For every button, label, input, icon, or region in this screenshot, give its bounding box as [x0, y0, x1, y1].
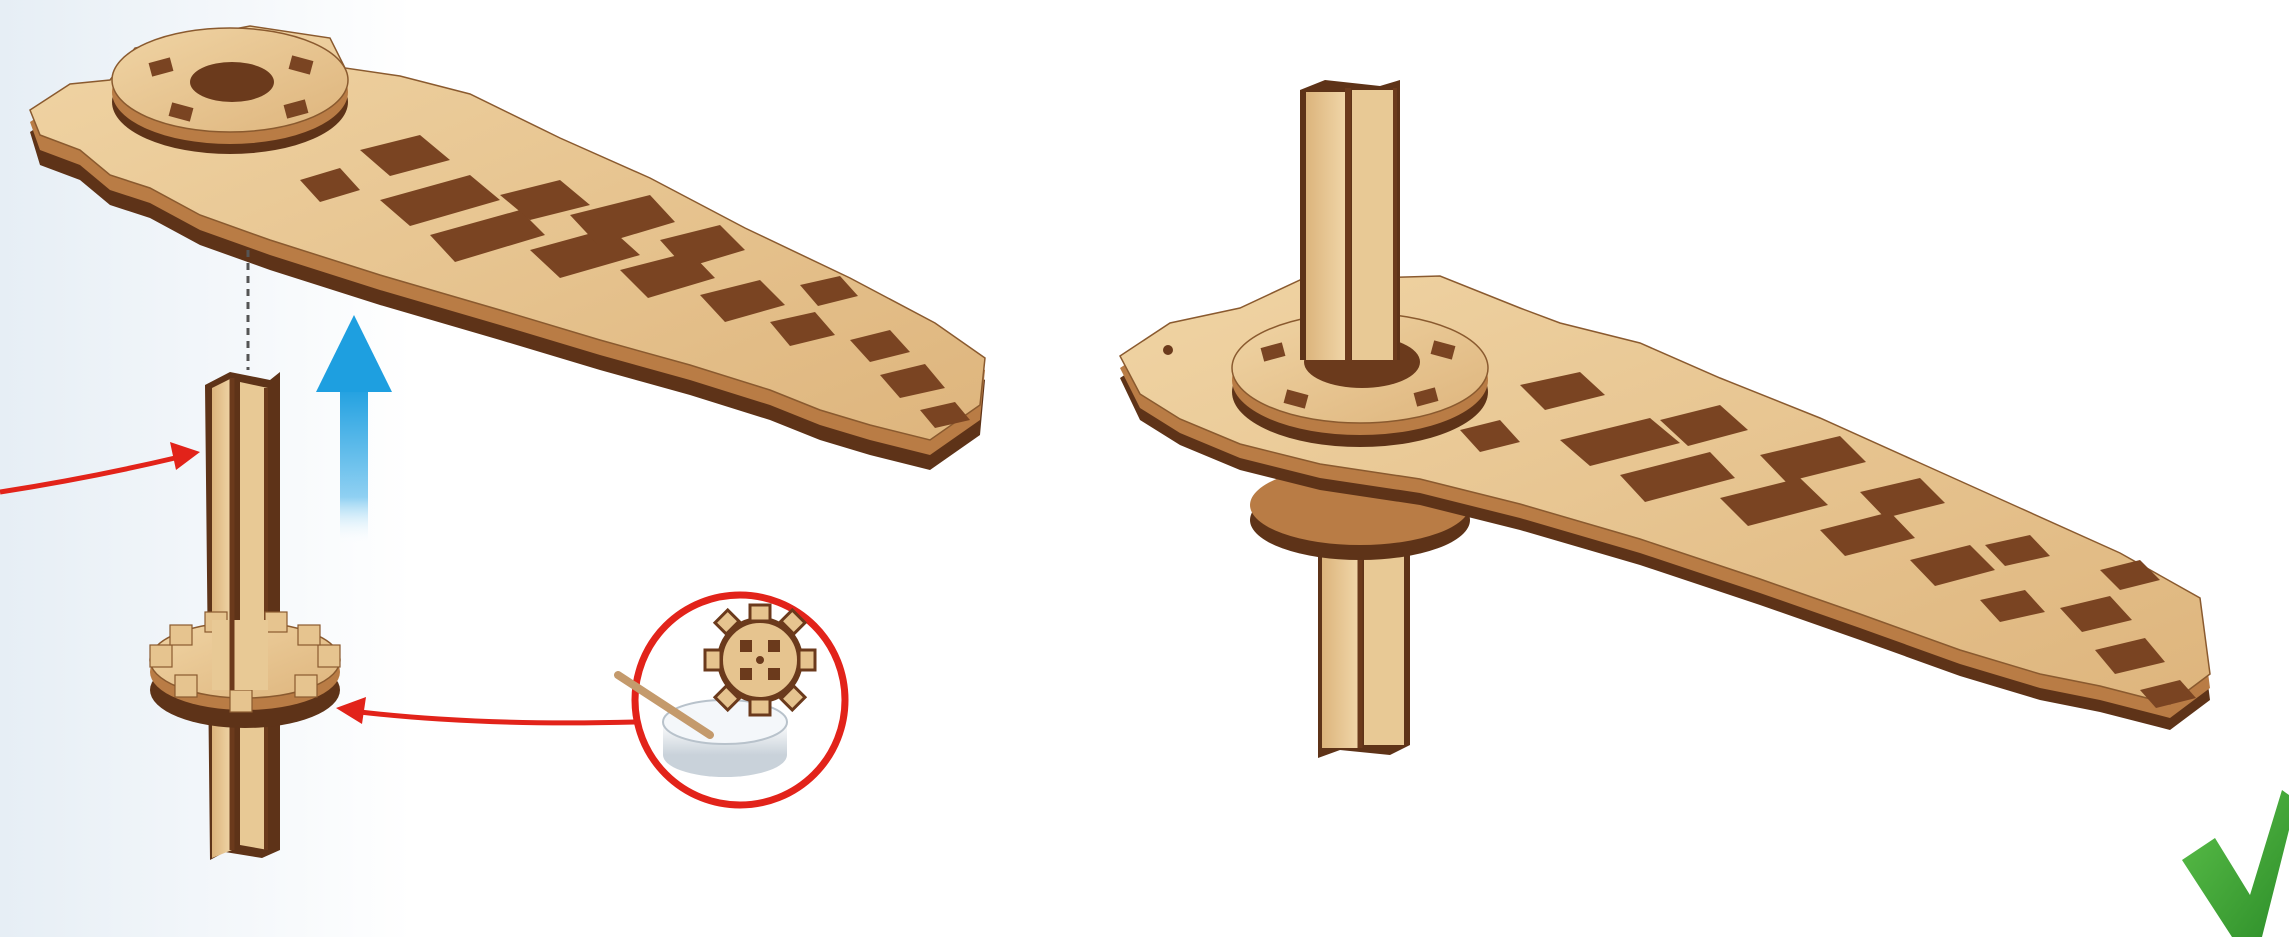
- step-2-group: [1120, 80, 2289, 937]
- arm-plate: [30, 26, 985, 470]
- red-pointer-arrow-shaft: [0, 442, 200, 492]
- gear: [150, 612, 340, 728]
- arrow-up-icon: [316, 315, 392, 545]
- red-pointer-arrow-gear: [336, 697, 635, 724]
- assembled-arm: [1120, 80, 2210, 758]
- glue-pot-icon: [618, 595, 845, 805]
- step-1-group: [0, 26, 985, 860]
- checkmark-icon: [2182, 790, 2289, 937]
